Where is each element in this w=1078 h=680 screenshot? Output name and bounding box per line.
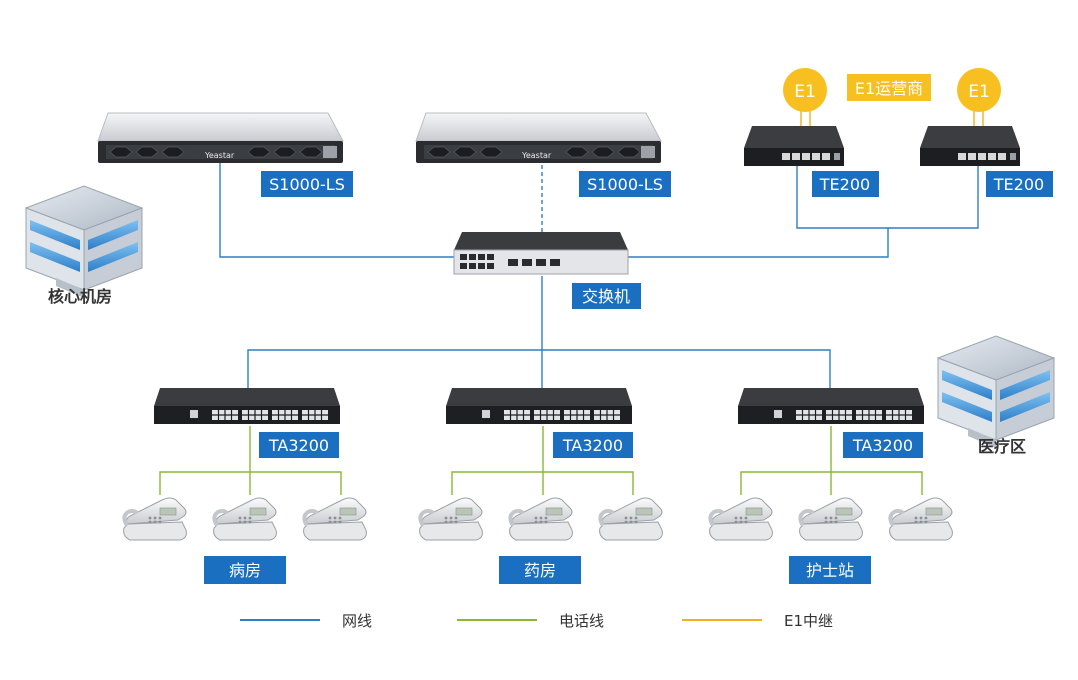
e1-badge-right: E1 <box>968 82 990 102</box>
e1-lines <box>800 108 984 128</box>
label-ta-left: TA3200 <box>268 436 329 455</box>
label-box-ta-mid <box>553 432 633 458</box>
phone-nurse-3 <box>887 496 955 542</box>
label-medical-area: 医疗区 <box>978 437 1026 456</box>
phone-pharmacy-3 <box>597 496 665 542</box>
phone-ward-3 <box>301 496 369 542</box>
label-nurse: 护士站 <box>806 561 854 580</box>
label-ta-right: TA3200 <box>852 436 913 455</box>
network-line-te-right <box>888 166 979 229</box>
legend: 网线 电话线 E1中继 <box>240 612 833 630</box>
label-box-ward <box>204 556 286 584</box>
e1-badge-left: E1 <box>794 82 816 102</box>
label-box-te-right <box>986 171 1053 197</box>
e1-badge-left-icon <box>783 68 827 112</box>
label-box-ta-left <box>259 432 339 458</box>
label-te-right: TE200 <box>993 175 1044 194</box>
label-server-right: S1000-LS <box>587 175 663 194</box>
label-server-left: S1000-LS <box>269 175 345 194</box>
building-core-icon <box>25 185 143 299</box>
e1-carrier-box <box>847 74 931 101</box>
phone-ward-1 <box>121 496 189 542</box>
e1-carrier-label: E1运营商 <box>855 79 923 98</box>
network-line-server-left <box>219 163 455 258</box>
label-box-pharmacy <box>499 556 581 584</box>
brand-logo-server-right: Yeastar <box>521 151 552 160</box>
label-box-server-right <box>579 171 671 197</box>
ta3200-left <box>153 387 341 425</box>
legend-network-label: 网线 <box>342 612 372 630</box>
label-core-room: 核心机房 <box>48 287 112 306</box>
label-box-nurse <box>789 556 871 584</box>
label-box-server-left <box>261 171 353 197</box>
switch <box>453 232 629 275</box>
label-box-switch <box>572 283 641 309</box>
phone-nurse-1 <box>707 496 775 542</box>
label-pharmacy: 药房 <box>524 561 556 580</box>
network-line-ta-bus <box>247 349 831 390</box>
network-lines <box>219 163 979 390</box>
te200-left <box>744 126 844 166</box>
label-ta-mid: TA3200 <box>562 436 623 455</box>
e1-badge-right-icon <box>957 68 1001 112</box>
phone-pharmacy-2 <box>507 496 575 542</box>
ta3200-mid <box>445 387 633 425</box>
brand-logo-server-left: Yeastar <box>204 151 235 160</box>
phone-nurse-2 <box>797 496 865 542</box>
ta3200-right <box>737 387 925 425</box>
label-box-te-left <box>812 171 879 197</box>
label-switch: 交换机 <box>582 287 630 306</box>
legend-e1-label: E1中继 <box>784 612 833 630</box>
te200-right <box>920 126 1020 166</box>
building-medical-icon <box>937 335 1055 449</box>
label-te-left: TE200 <box>819 175 870 194</box>
legend-phone-label: 电话线 <box>559 612 604 630</box>
phone-lines <box>159 426 923 495</box>
phone-ward-2 <box>211 496 279 542</box>
label-ward: 病房 <box>229 561 261 580</box>
label-box-ta-right <box>843 432 923 458</box>
phone-pharmacy-1 <box>417 496 485 542</box>
